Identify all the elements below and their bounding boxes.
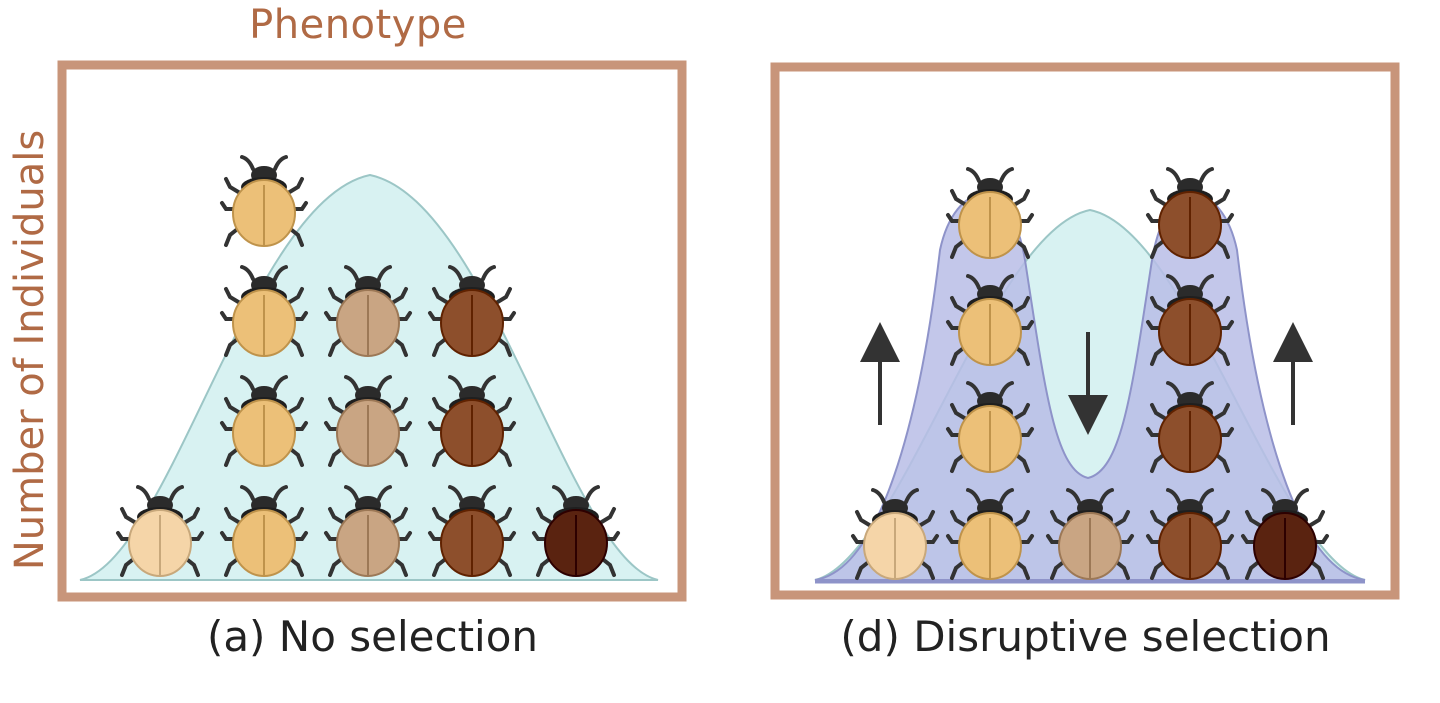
beetle (1146, 167, 1234, 259)
beetle (1146, 274, 1234, 366)
panel-a-distribution-curve (79, 173, 659, 581)
beetle (324, 375, 412, 467)
beetle (1146, 488, 1234, 580)
panel-d-beetles (851, 167, 1329, 580)
beetle (428, 485, 516, 577)
beetle (220, 155, 308, 247)
beetle (946, 488, 1034, 580)
beetle (946, 167, 1034, 259)
beetle (851, 488, 939, 580)
beetle (324, 485, 412, 577)
panel-no-selection (57, 60, 687, 602)
beetle (428, 265, 516, 357)
beetle (324, 265, 412, 357)
caption-disruptive-selection: (d) Disruptive selection (840, 612, 1331, 661)
beetle (220, 265, 308, 357)
beetle (946, 274, 1034, 366)
caption-no-selection: (a) No selection (206, 612, 539, 661)
panel-disruptive-selection (770, 62, 1400, 600)
y-axis-label: Number of Individuals (7, 129, 53, 571)
beetle (1146, 381, 1234, 473)
beetle (220, 485, 308, 577)
panel-a-beetles (116, 155, 620, 577)
panel-d-disruptive-curve (814, 194, 1366, 581)
beetle (116, 485, 204, 577)
beetle (428, 375, 516, 467)
beetle (220, 375, 308, 467)
beetle (946, 381, 1034, 473)
selection-arrows (860, 322, 1313, 435)
x-axis-label: Phenotype (249, 2, 467, 48)
beetle (1046, 488, 1134, 580)
beetle (532, 485, 620, 577)
beetle (1241, 488, 1329, 580)
